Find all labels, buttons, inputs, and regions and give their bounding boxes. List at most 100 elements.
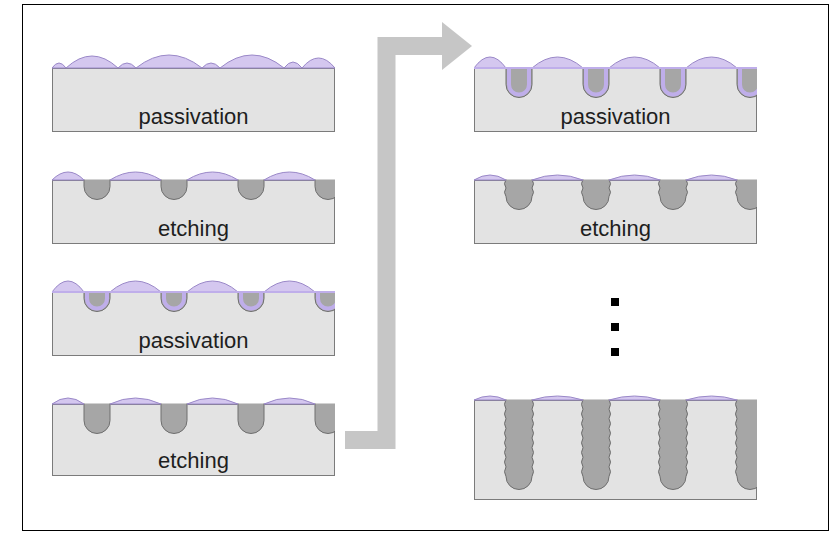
dot xyxy=(611,348,619,356)
mask-dome xyxy=(110,281,161,292)
etched-trench xyxy=(582,180,611,210)
wafer-section xyxy=(474,57,757,132)
figure-frame xyxy=(23,5,829,531)
passivation-liner xyxy=(740,68,757,95)
mask-dome xyxy=(264,172,315,180)
passivation-liner xyxy=(509,68,529,95)
mask-dome xyxy=(264,281,315,292)
etched-trench xyxy=(736,180,758,210)
etched-trench xyxy=(736,400,758,490)
step-label: passivation xyxy=(560,104,670,130)
passivation-dome xyxy=(66,56,118,68)
wafer-section xyxy=(52,281,335,356)
step-label: etching xyxy=(158,448,229,474)
mask-dome xyxy=(264,398,315,404)
mask-dome xyxy=(52,281,84,292)
process-step-panel: etching xyxy=(474,148,757,244)
silicon-substrate xyxy=(475,69,757,132)
etched-trench xyxy=(84,404,110,434)
passivation-liner xyxy=(663,68,683,95)
mask-dome xyxy=(187,281,238,292)
wafer-section xyxy=(474,175,757,244)
etched-trench xyxy=(84,180,110,200)
mask-dome xyxy=(187,398,238,404)
mask-dome xyxy=(532,396,583,400)
mask-dome xyxy=(52,172,84,180)
step-label: etching xyxy=(158,216,229,242)
arrow-head xyxy=(442,22,472,70)
silicon-substrate xyxy=(475,181,757,244)
passivation-dome xyxy=(136,55,202,68)
etched-trench xyxy=(238,292,264,312)
wafer-section xyxy=(52,398,335,476)
etched-trench xyxy=(505,400,534,490)
wafer-section xyxy=(474,396,757,500)
passivation-liner xyxy=(241,292,261,309)
etched-trench xyxy=(238,180,264,200)
process-step-panel: passivation xyxy=(52,260,335,356)
passivation-liner xyxy=(586,68,606,95)
passivation-liner xyxy=(87,292,107,309)
etched-trench xyxy=(582,400,611,490)
mask-dome xyxy=(532,175,583,180)
silicon-substrate xyxy=(475,401,757,500)
continuation-dots xyxy=(611,298,619,356)
etched-trench xyxy=(84,292,110,312)
etched-trench xyxy=(737,68,757,98)
mask-dome xyxy=(110,172,161,180)
etched-trench xyxy=(315,292,335,312)
passivation-dome xyxy=(118,63,136,68)
etched-trench xyxy=(660,68,686,98)
mask-dome xyxy=(187,172,238,180)
mask-dome xyxy=(474,175,506,180)
mask-dome xyxy=(609,396,660,400)
silicon-substrate xyxy=(53,293,335,356)
process-step-panel: etching xyxy=(52,372,335,476)
mask-dome xyxy=(686,175,737,180)
silicon-substrate xyxy=(53,69,335,132)
process-flow-arrow xyxy=(345,22,472,440)
step-label: passivation xyxy=(138,104,248,130)
passivation-dome xyxy=(302,58,335,68)
etched-trench xyxy=(315,180,335,200)
passivation-liner xyxy=(318,292,335,309)
passivation-film xyxy=(52,291,335,293)
etched-trench xyxy=(238,404,264,434)
etched-trench xyxy=(161,404,187,434)
etched-trench xyxy=(583,68,609,98)
mask-dome xyxy=(110,398,161,404)
dot xyxy=(611,323,619,331)
mask-dome xyxy=(686,396,737,400)
process-step-panel: etching xyxy=(52,148,335,244)
mask-dome xyxy=(474,396,506,400)
mask-dome xyxy=(609,57,660,68)
silicon-substrate xyxy=(53,181,335,244)
arrow-shaft xyxy=(345,46,444,440)
wafer-sections xyxy=(52,55,777,500)
process-step-panel: passivation xyxy=(474,36,757,132)
dot xyxy=(611,298,619,306)
mask-dome xyxy=(609,175,660,180)
step-label: etching xyxy=(580,216,651,242)
etched-trench xyxy=(161,292,187,312)
etched-trench xyxy=(506,68,532,98)
silicon-substrate xyxy=(53,405,335,476)
wafer-section xyxy=(52,172,335,244)
mask-dome xyxy=(474,57,506,68)
mask-dome xyxy=(532,57,583,68)
etched-trench xyxy=(315,404,335,434)
mask-dome xyxy=(686,57,737,68)
passivation-film xyxy=(474,67,757,69)
etched-trench xyxy=(659,400,688,490)
passivation-dome xyxy=(220,55,284,68)
passivation-liner xyxy=(164,292,184,309)
etched-trench xyxy=(659,180,688,210)
passivation-dome xyxy=(52,63,66,68)
etched-trench xyxy=(161,180,187,200)
passivation-dome xyxy=(202,63,220,68)
wafer-section xyxy=(52,55,335,132)
step-label: passivation xyxy=(138,328,248,354)
